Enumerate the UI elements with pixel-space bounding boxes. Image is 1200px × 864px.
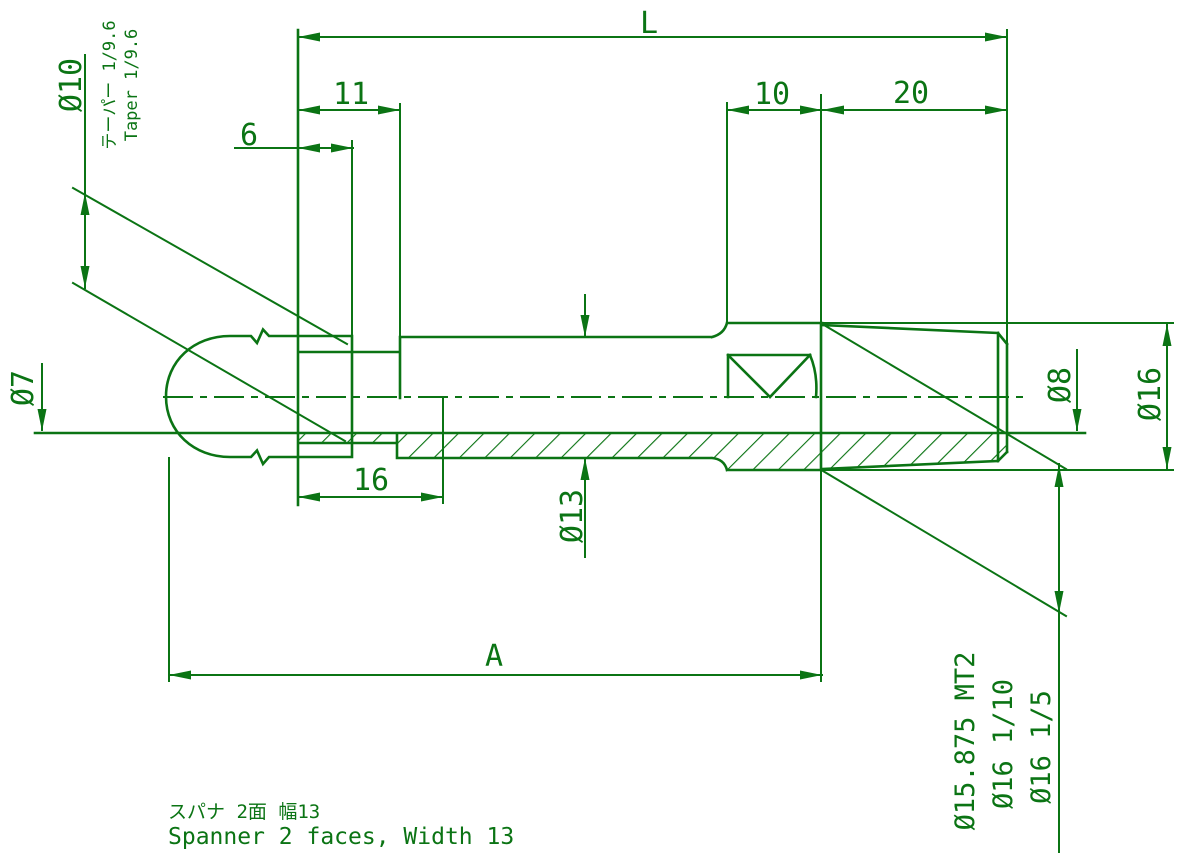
dim-10-label: 10 (754, 77, 790, 112)
dim-10: 10 (726, 77, 823, 324)
dim-A-lines (168, 457, 823, 682)
dim-16-lines (297, 397, 444, 504)
dim-dia7-label: Ø7 (6, 370, 41, 406)
shank-option-1-5-label: Ø16 1/5 (1026, 690, 1057, 804)
dim-A-label: A (485, 639, 503, 674)
dim-11-label: 11 (333, 77, 369, 112)
dim-dia13-label: Ø13 (555, 489, 590, 543)
taper-note-en: Taper 1/9.6 (122, 29, 142, 142)
dim-dia16-label: Ø16 (1133, 367, 1168, 421)
dim-dia10-label: Ø10 (54, 58, 89, 112)
dim-L-label: L (640, 6, 658, 41)
dim-20-arrows (822, 105, 1007, 115)
dim-dia7: Ø7 (6, 363, 47, 431)
dim-6-label: 6 (240, 118, 258, 153)
spanner-note-jp: スパナ 2面 幅13 (168, 801, 320, 823)
dim-6: 6 (234, 118, 354, 337)
dim-A: A (168, 457, 823, 682)
dim-16-label: 16 (353, 463, 389, 498)
note-spanner: スパナ 2面 幅13 Spanner 2 faces, Width 13 (168, 801, 514, 850)
dim-dia8: Ø8 (1043, 349, 1082, 431)
section-hatch (298, 433, 1007, 470)
shank-option-mt2-label: Ø15.875 MT2 (950, 652, 981, 831)
dim-6-lines (234, 140, 354, 337)
dim-20-label: 20 (893, 76, 929, 111)
dim-L-lines (297, 29, 1008, 343)
dim-dia16: Ø16 (821, 322, 1174, 471)
dim-16: 16 (297, 397, 444, 504)
dim-taper-shank: Ø15.875 MT2 Ø16 1/10 Ø16 1/5 (821, 323, 1068, 853)
dim-11: 11 (297, 77, 401, 338)
dim-11-arrows (298, 105, 400, 115)
arbor-part-outline (33, 28, 1087, 507)
dim-11-lines (297, 103, 401, 338)
dim-dia10: Ø10 (54, 54, 349, 443)
dim-dia8-arrow (1072, 409, 1082, 431)
spanner-flat-mark (726, 353, 818, 399)
taper-note-jp: テーパー 1/9.6 (100, 20, 120, 149)
dim-dia13: Ø13 (555, 294, 590, 558)
note-taper: テーパー 1/9.6 Taper 1/9.6 (100, 20, 142, 149)
shank-option-1-10-label: Ø16 1/10 (988, 679, 1019, 809)
dim-dia10-lines (71, 54, 349, 443)
dim-20: 20 (821, 76, 1008, 115)
dim-10-arrows (727, 105, 822, 115)
dim-dia10-arrows (80, 193, 90, 288)
dim-dia16-lines (821, 322, 1174, 471)
spanner-note-en: Spanner 2 faces, Width 13 (168, 824, 514, 850)
dim-dia7-arrow (37, 409, 47, 431)
dim-dia8-label: Ø8 (1043, 367, 1078, 403)
dim-10-lines (726, 94, 823, 324)
dim-L: L (297, 6, 1008, 343)
dim-6-arrows (298, 143, 353, 153)
dim-taper-shank-lines (821, 323, 1068, 853)
